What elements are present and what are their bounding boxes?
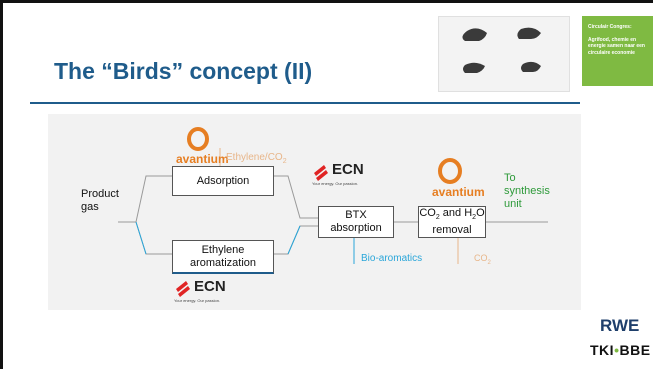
ecn-logo-text-top: ECN [332, 161, 364, 178]
bio-aromatics-label: Bio-aromatics [361, 253, 423, 264]
avantium-logo-text-top: avantium [176, 152, 229, 166]
ecn-mark-top [314, 165, 328, 181]
adsorption-box: Adsorption [172, 166, 274, 196]
ethylene-path-blue [135, 221, 301, 255]
slide-border-top [0, 0, 653, 3]
title-divider [30, 102, 580, 104]
ecn-tagline-bottom: Your energy. Our passion. [174, 298, 221, 303]
co2-label: CO2 [474, 253, 491, 266]
birds-heads-image [438, 16, 570, 92]
ecn-mark-bottom [176, 281, 190, 297]
slide-title: The “Birds” concept (II) [54, 58, 313, 84]
ecn-tagline-top: Your energy. Our passion. [312, 181, 359, 186]
rwe-logo: RWE [600, 316, 640, 335]
bird-head-3 [463, 62, 485, 73]
bird-head-4 [521, 61, 541, 72]
badge-title: Circulair Congres: [588, 24, 632, 30]
tki-bbe-logo: TKI•BBE [590, 342, 651, 358]
bird-head-1 [462, 28, 487, 41]
slide-border-left [0, 0, 3, 369]
ecn-logo-text-bottom: ECN [194, 278, 226, 295]
bird-head-2 [517, 27, 541, 39]
avantium-logo-top [187, 127, 209, 151]
badge-text: Agrifood, chemie en energie samen naar e… [588, 36, 645, 56]
avantium-logo-text-right: avantium [432, 185, 485, 199]
ethylene-co2-label: Ethylene/CO2 [226, 152, 287, 165]
avantium-logo-right [438, 158, 462, 184]
congress-badge: Circulair Congres: Agrifood, chemie en e… [582, 16, 653, 86]
